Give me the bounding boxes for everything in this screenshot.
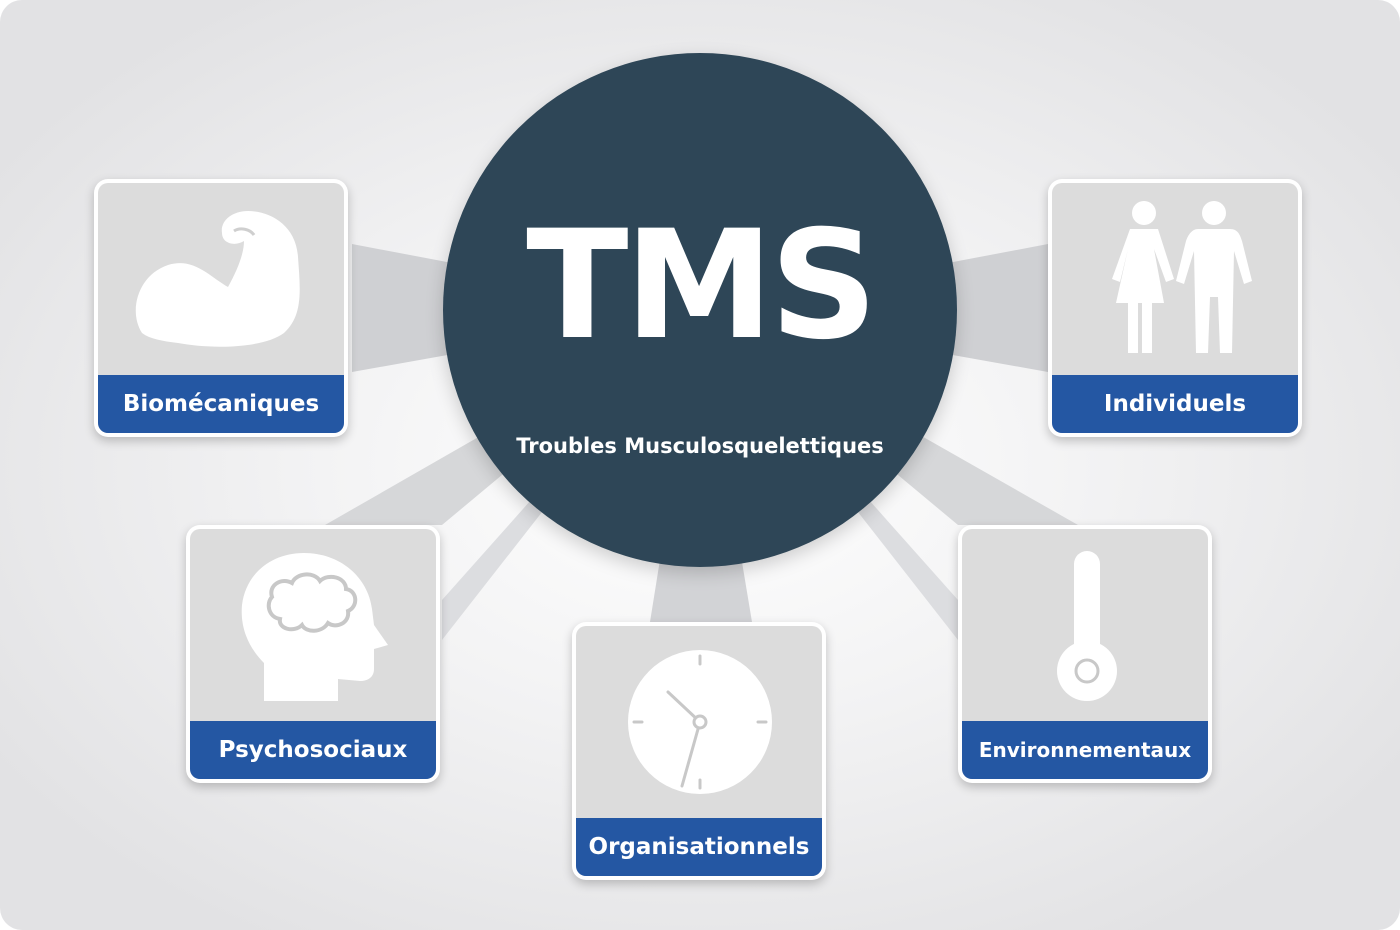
card-organisationnels: Organisationnels — [572, 622, 826, 880]
hub-title: TMS — [526, 199, 878, 373]
clock-icon — [628, 650, 772, 794]
card-environnementaux: Environnementaux — [958, 525, 1212, 783]
card-psychosociaux: Psychosociaux — [186, 525, 440, 783]
hub-subtitle: Troubles Musculosquelettiques — [516, 434, 884, 458]
card-biomecaniques: Biomécaniques — [94, 179, 348, 437]
category-label: Individuels — [1052, 375, 1298, 433]
category-label: Environnementaux — [962, 721, 1208, 779]
thermometer-icon — [1057, 551, 1117, 701]
category-label: Psychosociaux — [190, 721, 436, 779]
woman-man-icon — [1112, 201, 1252, 353]
category-label: Biomécaniques — [98, 375, 344, 433]
category-label: Organisationnels — [576, 818, 822, 876]
tms-hub-circle: TMS Troubles Musculosquelettiques — [443, 53, 957, 567]
card-individuels: Individuels — [1048, 179, 1302, 437]
flexed-arm-icon — [135, 211, 300, 347]
head-brain-icon — [241, 553, 388, 701]
